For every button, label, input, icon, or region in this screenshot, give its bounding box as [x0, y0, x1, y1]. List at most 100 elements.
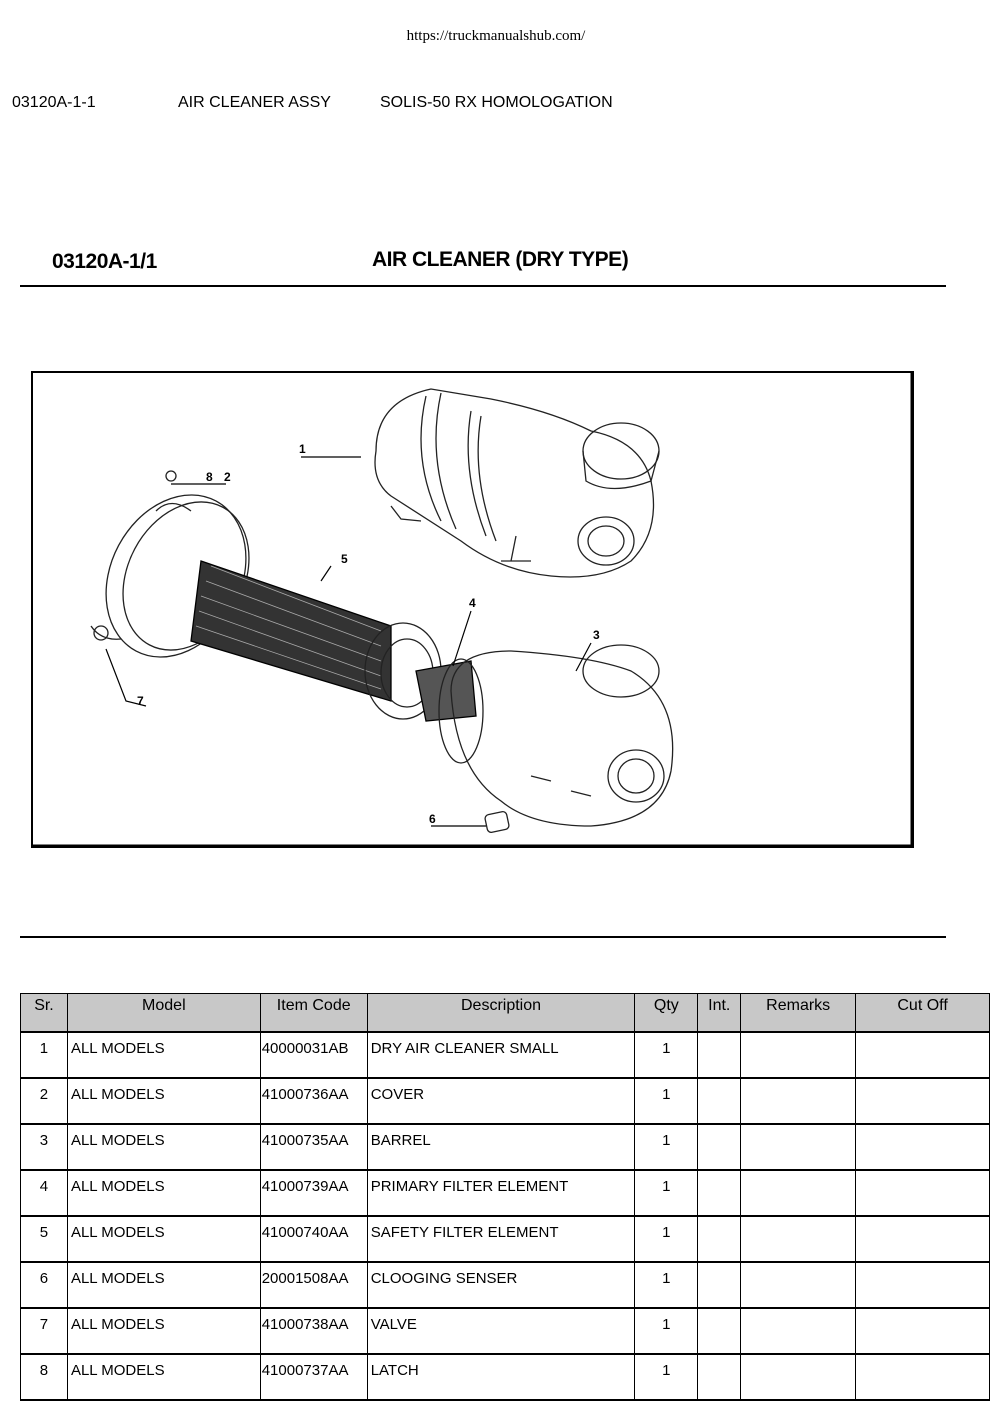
cell-qty: 1 — [634, 1031, 699, 1079]
cell-description: LATCH — [366, 1353, 636, 1401]
cell-description: CLOOGING SENSER — [366, 1261, 636, 1309]
callout-1: 1 — [299, 442, 306, 456]
cell-item-code: 41000737AA — [259, 1353, 368, 1401]
cell-cut-off — [855, 1307, 990, 1355]
cell-remarks — [740, 1169, 857, 1217]
figure-code: 03120A-1/1 — [52, 250, 157, 273]
cell-description: COVER — [366, 1077, 636, 1125]
cell-qty: 1 — [634, 1123, 699, 1171]
cell-description: VALVE — [366, 1307, 636, 1355]
col-header-description: Description — [366, 993, 636, 1033]
cell-cut-off — [855, 1169, 990, 1217]
cell-int — [697, 1169, 742, 1217]
cell-item-code: 41000740AA — [259, 1215, 368, 1263]
cell-item-code: 40000031AB — [259, 1031, 368, 1079]
callout-leaders — [105, 456, 592, 827]
cell-qty: 1 — [634, 1169, 699, 1217]
cell-model: ALL MODELS — [66, 1353, 261, 1401]
bottom-divider — [20, 936, 946, 938]
clogging-sensor — [484, 811, 510, 833]
cell-int — [697, 1261, 742, 1309]
callout-2: 2 — [224, 470, 231, 484]
cell-int — [697, 1031, 742, 1079]
cell-item-code: 20001508AA — [259, 1261, 368, 1309]
cell-model: ALL MODELS — [66, 1169, 261, 1217]
table-row: 1 ALL MODELS 40000031AB DRY AIR CLEANER … — [20, 1031, 990, 1079]
cell-model: ALL MODELS — [66, 1123, 261, 1171]
cell-model: ALL MODELS — [66, 1031, 261, 1079]
cell-description: SAFETY FILTER ELEMENT — [366, 1215, 636, 1263]
cell-remarks — [740, 1261, 857, 1309]
cell-model: ALL MODELS — [66, 1215, 261, 1263]
cell-description: DRY AIR CLEANER SMALL — [366, 1031, 636, 1079]
cell-remarks — [740, 1123, 857, 1171]
cell-cut-off — [855, 1031, 990, 1079]
barrel-part — [438, 644, 674, 827]
col-header-remarks: Remarks — [740, 993, 857, 1033]
cell-qty: 1 — [634, 1307, 699, 1355]
cell-int — [697, 1215, 742, 1263]
vehicle-model: SOLIS-50 RX HOMOLOGATION — [380, 94, 613, 111]
table-header-row: Sr. Model Item Code Description Qty Int.… — [20, 993, 990, 1033]
cell-item-code: 41000738AA — [259, 1307, 368, 1355]
part-group-code: 03120A-1-1 — [12, 94, 96, 111]
cell-qty: 1 — [634, 1353, 699, 1401]
col-header-qty: Qty — [634, 993, 699, 1033]
table-row: 8 ALL MODELS 41000737AA LATCH 1 — [20, 1353, 990, 1401]
callout-5: 5 — [341, 552, 348, 566]
table-row: 3 ALL MODELS 41000735AA BARREL 1 — [20, 1123, 990, 1171]
callout-8: 8 — [206, 470, 213, 484]
cell-model: ALL MODELS — [66, 1077, 261, 1125]
cell-cut-off — [855, 1123, 990, 1171]
col-header-model: Model — [66, 993, 261, 1033]
callout-4: 4 — [469, 596, 476, 610]
table-row: 4 ALL MODELS 41000739AA PRIMARY FILTER E… — [20, 1169, 990, 1217]
exploded-view-drawing: 1 2 3 4 5 6 7 8 — [31, 371, 914, 848]
cell-sr: 2 — [20, 1077, 68, 1125]
cell-item-code: 41000739AA — [259, 1169, 368, 1217]
cell-int — [697, 1307, 742, 1355]
col-header-int: Int. — [697, 993, 742, 1033]
cell-qty: 1 — [634, 1077, 699, 1125]
cell-sr: 1 — [20, 1031, 68, 1079]
cell-model: ALL MODELS — [66, 1307, 261, 1355]
cell-remarks — [740, 1307, 857, 1355]
col-header-cut-off: Cut Off — [855, 993, 990, 1033]
cell-qty: 1 — [634, 1215, 699, 1263]
cell-description: PRIMARY FILTER ELEMENT — [366, 1169, 636, 1217]
cell-model: ALL MODELS — [66, 1261, 261, 1309]
cell-sr: 3 — [20, 1123, 68, 1171]
source-url[interactable]: https://truckmanualshub.com/ — [406, 28, 586, 44]
cell-remarks — [740, 1215, 857, 1263]
cell-remarks — [740, 1031, 857, 1079]
cell-cut-off — [855, 1261, 990, 1309]
figure-title: AIR CLEANER (DRY TYPE) — [372, 248, 629, 271]
cell-int — [697, 1077, 742, 1125]
cell-sr: 4 — [20, 1169, 68, 1217]
cell-cut-off — [855, 1215, 990, 1263]
cell-sr: 7 — [20, 1307, 68, 1355]
primary-filter-element — [190, 560, 442, 720]
cell-description: BARREL — [366, 1123, 636, 1171]
cell-sr: 5 — [20, 1215, 68, 1263]
cell-item-code: 41000735AA — [259, 1123, 368, 1171]
assembled-air-cleaner — [374, 388, 660, 578]
parts-table: Sr. Model Item Code Description Qty Int.… — [20, 993, 990, 1401]
callout-6: 6 — [429, 812, 436, 826]
cell-sr: 6 — [20, 1261, 68, 1309]
cell-int — [697, 1123, 742, 1171]
table-row: 6 ALL MODELS 20001508AA CLOOGING SENSER … — [20, 1261, 990, 1309]
cell-item-code: 41000736AA — [259, 1077, 368, 1125]
col-header-sr: Sr. — [20, 993, 68, 1033]
cell-remarks — [740, 1353, 857, 1401]
part-group-title: AIR CLEANER ASSY — [178, 94, 331, 111]
cell-sr: 8 — [20, 1353, 68, 1401]
cell-cut-off — [855, 1353, 990, 1401]
cell-qty: 1 — [634, 1261, 699, 1309]
safety-filter-element — [415, 660, 477, 722]
cell-cut-off — [855, 1077, 990, 1125]
callout-7: 7 — [137, 694, 144, 708]
cell-remarks — [740, 1077, 857, 1125]
table-row: 7 ALL MODELS 41000738AA VALVE 1 — [20, 1307, 990, 1355]
table-row: 2 ALL MODELS 41000736AA COVER 1 — [20, 1077, 990, 1125]
